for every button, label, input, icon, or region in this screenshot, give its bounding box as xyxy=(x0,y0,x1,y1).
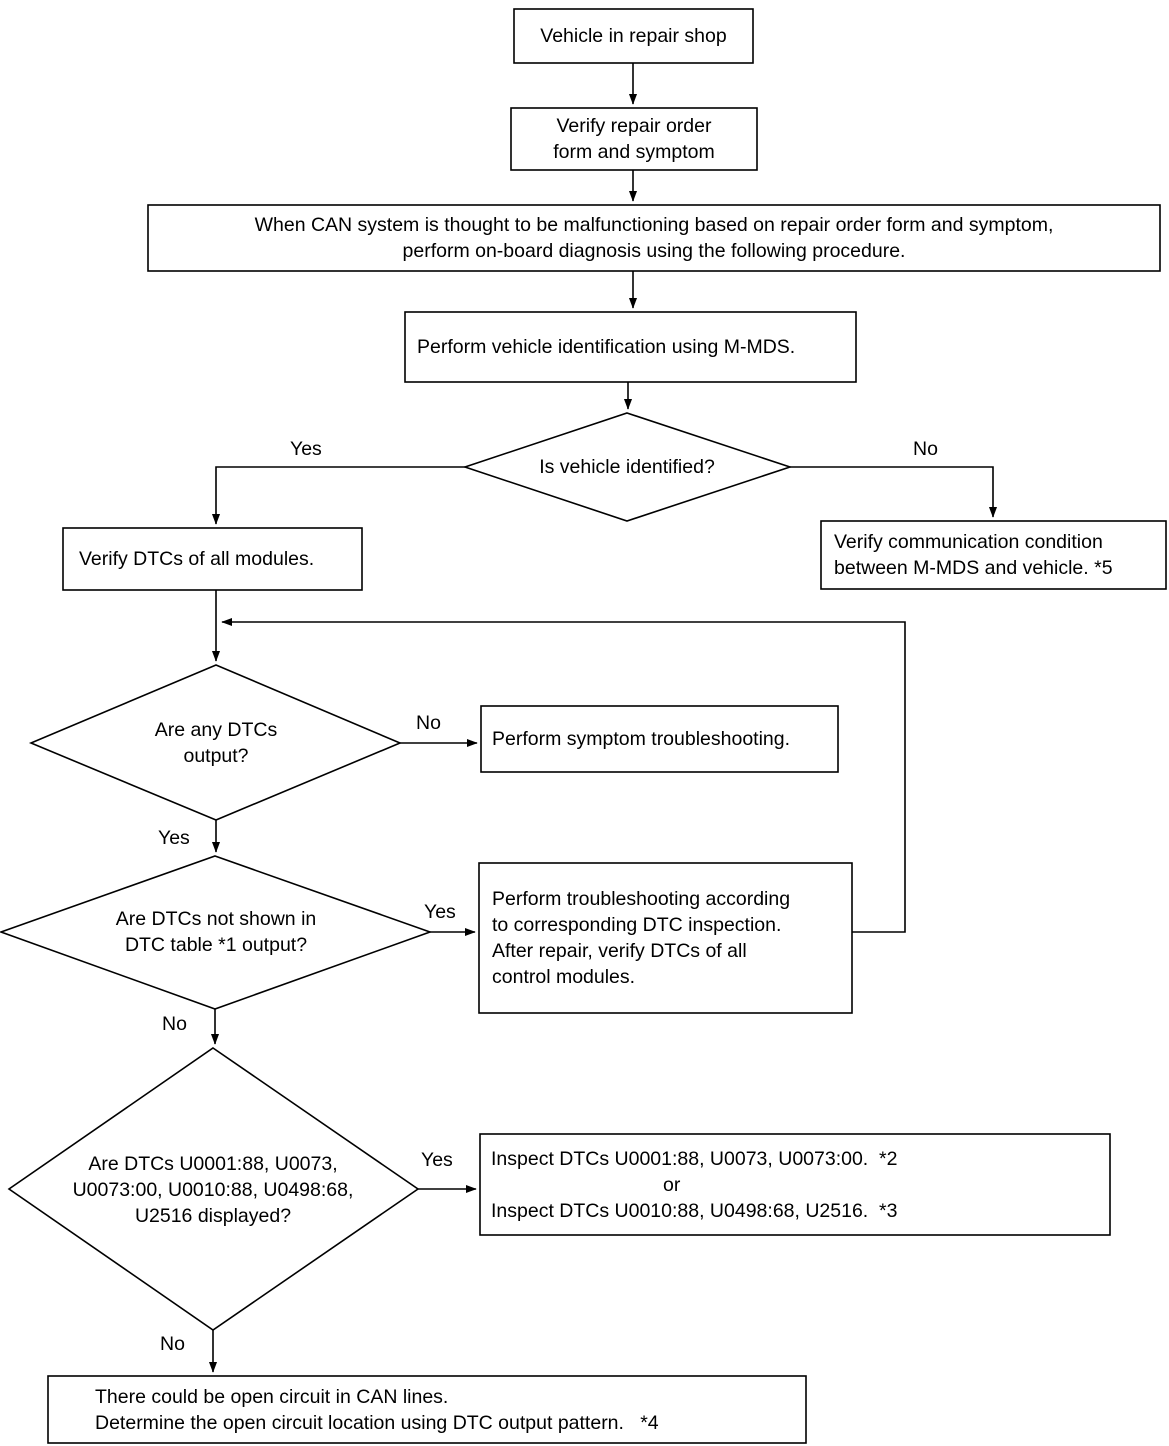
node-vehicle-in-repair-shop-shape xyxy=(513,8,754,64)
node-inspect-dtcs-shape xyxy=(479,1133,1111,1236)
node-verify-dtcs-all-modules-shape xyxy=(62,527,363,591)
node-is-vehicle-identified-shape xyxy=(462,412,793,522)
node-are-any-dtcs-output-shape xyxy=(28,664,403,821)
edge-label-identified-no: No xyxy=(913,438,938,460)
edge-label-displayed-yes: Yes xyxy=(421,1149,453,1171)
edge-label-identified-yes: Yes xyxy=(290,438,322,460)
node-are-dtcs-not-shown-shape xyxy=(0,855,433,1010)
edge-troubleshooting-feedback-loop xyxy=(221,617,906,933)
node-are-dtcs-displayed-shape xyxy=(7,1047,420,1331)
node-verify-communication-condition-shape xyxy=(820,520,1167,590)
edge-identified-no xyxy=(790,466,998,518)
edge-label-not-shown-yes: Yes xyxy=(424,901,456,923)
node-perform-vehicle-identification-shape xyxy=(404,311,857,383)
node-can-malfunction-note-shape xyxy=(147,204,1161,272)
edge-identified-yes xyxy=(211,466,465,525)
edge-label-any-dtcs-yes: Yes xyxy=(158,827,190,849)
edge-label-not-shown-no: No xyxy=(162,1013,187,1035)
node-perform-troubleshooting-dtc-shape xyxy=(478,862,853,1014)
edge-label-displayed-no: No xyxy=(160,1333,185,1355)
edge-label-any-dtcs-no: No xyxy=(416,712,441,734)
node-open-circuit-conclusion-shape xyxy=(47,1375,807,1444)
node-perform-symptom-troubleshooting-shape xyxy=(480,705,839,773)
node-verify-repair-order-shape xyxy=(510,107,758,171)
